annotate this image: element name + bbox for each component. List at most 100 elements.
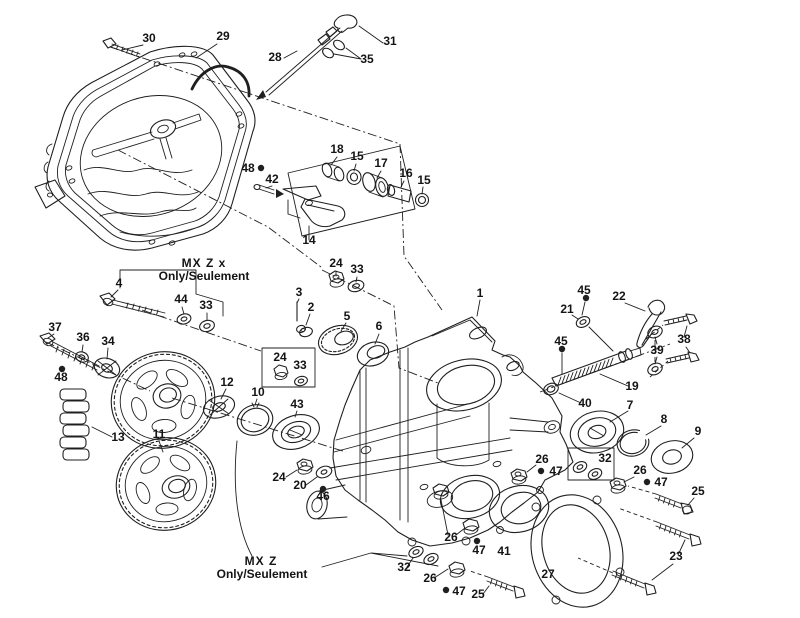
retainer-ring-10 <box>236 402 274 436</box>
part-callout: 25 <box>471 587 485 601</box>
mxz-note-line2: Only/Seulement <box>217 567 308 581</box>
part-callout: 27 <box>541 567 555 581</box>
part-callout: 9 <box>695 424 702 438</box>
part-callout: 39 <box>650 343 664 357</box>
nut-24-top <box>328 270 345 288</box>
mxzx-note-line2: Only/Seulement <box>159 269 250 283</box>
pin-47c <box>473 537 481 545</box>
part-callout: 24 <box>329 256 343 270</box>
part-callout: 45 <box>577 283 591 297</box>
part-callout: 26 <box>633 463 647 477</box>
part-callout: 47 <box>549 464 563 478</box>
part-callout: 38 <box>677 332 691 346</box>
part-callout: 20 <box>293 478 307 492</box>
cotter-clip-22 <box>636 299 666 348</box>
part-callout: 47 <box>472 543 486 557</box>
bolt-30 <box>102 37 141 58</box>
tensioner-group <box>543 299 700 396</box>
part-callout: 8 <box>661 412 668 426</box>
chaincase-housing-1 <box>306 316 574 547</box>
part-callout: 5 <box>344 309 351 323</box>
bearing-7 <box>569 410 625 454</box>
part-callout: 26 <box>535 452 549 466</box>
part-callout: 21 <box>560 302 574 316</box>
mxzx-note-line1: MX Z x <box>182 256 227 270</box>
part-callout: 36 <box>76 330 90 344</box>
part-callout: 18 <box>330 142 344 156</box>
part-callout: 32 <box>397 560 411 574</box>
washer-15a <box>346 168 362 186</box>
washer-44 <box>176 313 192 325</box>
chaincase-cover-assembly <box>34 14 358 251</box>
part-callout: 44 <box>174 292 188 306</box>
part-callout: 24 <box>273 350 287 364</box>
bolt-25b <box>486 576 526 599</box>
drive-chain-13 <box>59 388 90 461</box>
sprocket-lower-11 <box>115 437 217 531</box>
bearing-43 <box>272 414 320 450</box>
cap-31 <box>333 14 358 33</box>
part-callout: 29 <box>216 29 230 43</box>
part-callout: 45 <box>554 334 568 348</box>
housing-stud-nut <box>426 483 454 508</box>
part-callout: 1 <box>477 286 484 300</box>
right-fasteners <box>510 447 702 608</box>
part-callout: 48 <box>54 370 68 384</box>
cap-2 <box>296 324 313 338</box>
screw-42 <box>253 183 284 198</box>
part-callout: 12 <box>220 375 234 389</box>
part-callout: 10 <box>251 385 265 399</box>
bearing-6 <box>356 341 390 367</box>
part-callout: 33 <box>350 262 364 276</box>
washers-39 <box>647 325 663 376</box>
part-callout: 14 <box>302 233 316 247</box>
part-callout: 41 <box>497 544 511 558</box>
spacer-group <box>253 145 430 237</box>
left-fastener-row <box>39 332 121 379</box>
part-callout: 26 <box>444 530 458 544</box>
pump-parts <box>296 270 390 367</box>
part-callout: 16 <box>399 166 413 180</box>
cover-interior-detail <box>83 113 206 237</box>
splined-spacer-16 <box>386 184 412 203</box>
pin-45a <box>582 294 590 302</box>
pin-47d <box>442 586 450 594</box>
leader-lines <box>47 25 695 595</box>
mxzx-group <box>99 269 224 333</box>
washer-33-top <box>347 279 365 293</box>
snap-ring-8 <box>616 429 650 457</box>
adjuster-rod-19 <box>551 347 642 387</box>
bushing-18 <box>321 162 345 182</box>
part-callout: 34 <box>101 334 115 348</box>
washer-20 <box>315 465 333 479</box>
bottom-fasteners <box>296 458 526 599</box>
roller-17 <box>362 172 389 198</box>
part-callout: 23 <box>669 549 683 563</box>
part-callout: 47 <box>452 584 466 598</box>
part-callout: 2 <box>308 300 315 314</box>
nut-26d <box>448 561 466 578</box>
pin-46 <box>319 485 327 493</box>
part-callout: 30 <box>142 31 156 45</box>
part-callout: 13 <box>111 430 125 444</box>
part-callout: 35 <box>360 52 374 66</box>
part-callout: 4 <box>116 276 123 290</box>
part-callout: 17 <box>374 156 388 170</box>
nut-26b <box>609 477 627 494</box>
bearing-stack <box>569 410 694 474</box>
part-callout: 6 <box>376 319 383 333</box>
nut-26c <box>462 518 480 535</box>
part-callout: 28 <box>268 50 282 64</box>
part-callout: 22 <box>612 289 626 303</box>
part-callout: 15 <box>350 149 364 163</box>
pin-48b <box>58 365 66 373</box>
gasket-27 <box>530 494 625 608</box>
part-callout: 33 <box>293 358 307 372</box>
part-callout: 32 <box>598 451 612 465</box>
pin-dots <box>58 164 651 594</box>
part-callout: 42 <box>265 172 279 186</box>
part-callout: 47 <box>654 475 668 489</box>
part-callout: 15 <box>417 173 431 187</box>
